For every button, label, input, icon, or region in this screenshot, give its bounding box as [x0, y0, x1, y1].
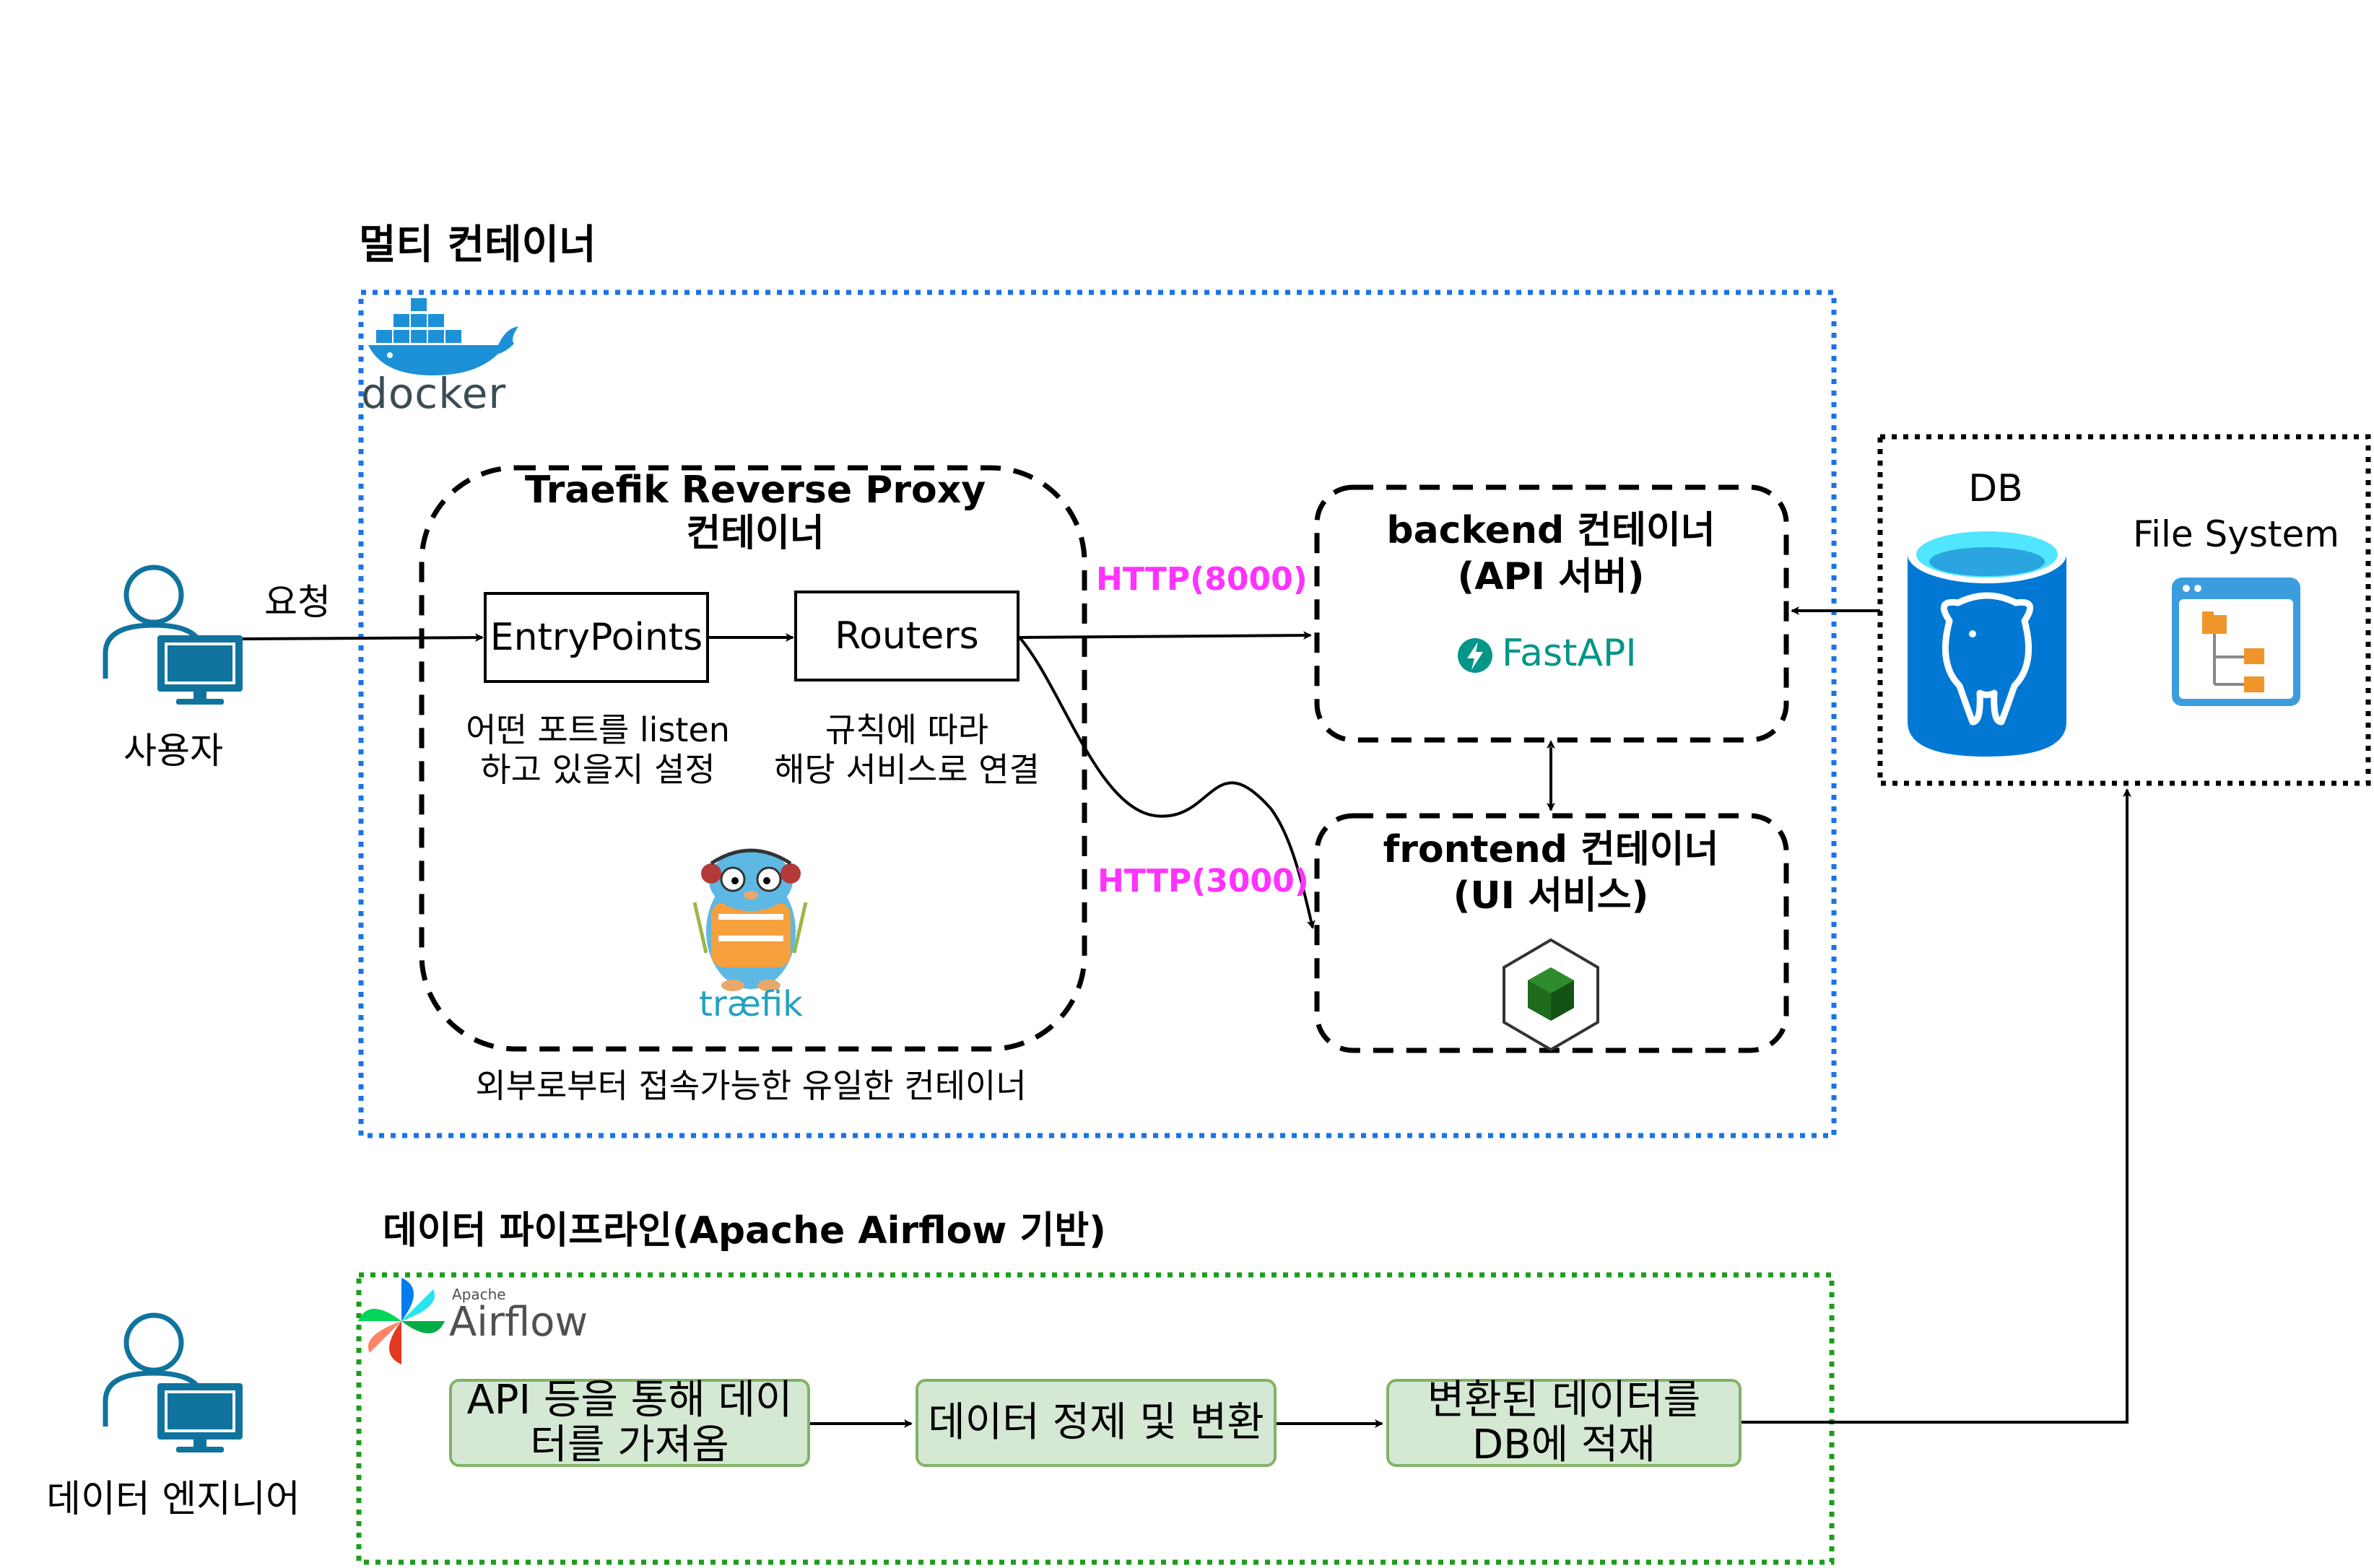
- frontend-cube-icon: [1503, 938, 1599, 1052]
- fastapi-logo-text: FastAPI: [1502, 632, 1637, 675]
- routers-label: Routers: [835, 614, 979, 658]
- airflow-logo-small: Apache: [452, 1286, 506, 1303]
- http-8000-label: HTTP(8000): [1096, 561, 1308, 598]
- arrow-routers-to-frontend: [1018, 636, 1316, 929]
- arrow-user-to-entrypoints: [241, 633, 484, 643]
- pipeline-step-fetch: API 등을 통해 데이터를 가져옴: [449, 1377, 810, 1468]
- routers-box: Routers: [794, 591, 1019, 681]
- traefik-gopher-icon: [692, 848, 808, 991]
- request-label: 요청: [264, 581, 331, 623]
- airflow-logo-text: Airflow: [449, 1299, 588, 1346]
- file-system-label: File System: [2132, 513, 2340, 555]
- pipeline-step-load: 변환된 데이터를 DB에 적재: [1386, 1377, 1742, 1468]
- user-icon: [103, 565, 243, 705]
- entrypoints-box: EntryPoints: [484, 592, 709, 683]
- pipeline-step-transform-label: 데이터 정제 및 변환: [928, 1399, 1264, 1447]
- docker-container-frame: [358, 289, 1837, 1138]
- backend-container-frame: [1314, 484, 1789, 743]
- multi-container-title: 멀티 컨테이너: [359, 222, 596, 269]
- routers-desc-line2: 해당 서비스로 연결: [774, 750, 1040, 789]
- pipeline-step-fetch-label: API 등을 통해 데이터를 가져옴: [466, 1377, 793, 1468]
- db-label: DB: [1968, 467, 2023, 510]
- storage-frame: [1877, 434, 2371, 786]
- traefik-title-line1: Traefik Reverse Proxy: [524, 469, 986, 512]
- airflow-pinwheel-icon: [358, 1278, 445, 1364]
- pipeline-title: 데이터 파이프라인(Apache Airflow 기반): [383, 1209, 1106, 1253]
- pipeline-step-transform: 데이터 정제 및 변환: [916, 1379, 1277, 1467]
- traefik-logo-text: træfik: [699, 984, 803, 1024]
- traefik-footer-text: 외부로부터 접속가능한 유일한 컨테이너: [475, 1066, 1027, 1105]
- user-label: 사용자: [123, 730, 223, 772]
- traefik-container-frame: [419, 465, 1087, 1052]
- entrypoints-desc-line1: 어떤 포트를 listen: [466, 710, 730, 749]
- frontend-title-line2: (UI 서비스): [1453, 874, 1649, 918]
- fastapi-icon: [1458, 638, 1492, 673]
- backend-title-line2: (API 서버): [1457, 555, 1645, 598]
- backend-title-line1: backend 컨테이너: [1386, 509, 1716, 552]
- routers-desc-line1: 규칙에 따라: [825, 710, 989, 749]
- traefik-title-line2: 컨테이너: [686, 512, 825, 555]
- frontend-title-line1: frontend 컨테이너: [1383, 828, 1719, 871]
- docker-whale-icon: [368, 297, 518, 375]
- database-icon: [1908, 526, 2066, 757]
- docker-logo-text: docker: [361, 369, 507, 418]
- entrypoints-desc-line2: 하고 있을지 설정: [480, 750, 716, 789]
- file-system-icon: [2172, 578, 2300, 706]
- http-3000-label: HTTP(3000): [1097, 863, 1309, 900]
- pipeline-step-load-label: 변환된 데이터를 DB에 적재: [1427, 1377, 1701, 1468]
- airflow-frame: [356, 1272, 1835, 1565]
- data-engineer-icon: [103, 1312, 243, 1452]
- arrow-step3-to-storage: [1742, 788, 2131, 1424]
- entrypoints-label: EntryPoints: [490, 616, 703, 659]
- data-engineer-label: 데이터 엔지니어: [46, 1478, 300, 1521]
- arrow-routers-to-backend: [1019, 631, 1312, 640]
